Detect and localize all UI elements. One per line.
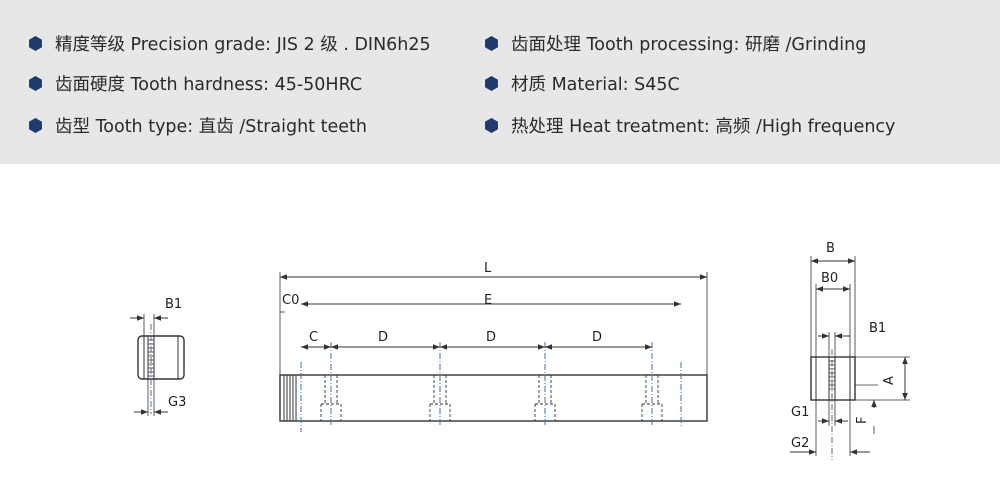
front-view	[279, 272, 708, 432]
spec-hardness-text: 齿面硬度 Tooth hardness: 45-50HRC	[55, 75, 363, 95]
mounting-hole	[429, 375, 451, 421]
spec-hardness: 齿面硬度 Tooth hardness: 45-50HRC	[28, 71, 362, 96]
rack-teeth-end	[283, 375, 297, 421]
mounting-hole	[320, 375, 342, 421]
dim-label-b1: B1	[165, 297, 182, 312]
spec-precision: 精度等级 Precision grade: JIS 2 级 . DIN6h25	[28, 31, 431, 56]
dim-label-d: D	[486, 330, 496, 345]
dim-label-b0: B0	[821, 271, 838, 286]
dim-label-g2: G2	[791, 436, 809, 451]
dim-label-l: L	[484, 261, 492, 276]
dim-label-f: F	[855, 417, 870, 424]
hexagon-bullet-icon	[485, 76, 498, 91]
dim-label-e: E	[484, 293, 492, 308]
spec-processing: 齿面处理 Tooth processing: 研磨 /Grinding	[484, 31, 866, 56]
side-view-outline	[810, 356, 856, 401]
hexagon-bullet-icon	[29, 76, 42, 91]
spec-tooth-type-text: 齿型 Tooth type: 直齿 /Straight teeth	[55, 117, 367, 137]
spec-processing-text: 齿面处理 Tooth processing: 研磨 /Grinding	[511, 35, 867, 55]
technical-drawing: B1 G3	[130, 241, 910, 460]
left-end-view	[130, 314, 185, 416]
hexagon-bullet-icon	[485, 36, 498, 51]
spec-heat-text: 热处理 Heat treatment: 高频 /High frequency	[511, 117, 896, 137]
spec-material: 材质 Material: S45C	[484, 71, 680, 96]
mounting-hole	[534, 375, 556, 421]
dim-label-g1: G1	[791, 405, 809, 420]
hexagon-bullet-icon	[485, 118, 498, 133]
dim-label-c0: C0	[282, 293, 299, 308]
rack-body	[279, 374, 708, 422]
hexagon-bullet-icon	[29, 118, 42, 133]
hexagon-bullet-icon	[29, 36, 42, 51]
dim-label-d: D	[592, 330, 602, 345]
spec-tooth-type: 齿型 Tooth type: 直齿 /Straight teeth	[28, 113, 367, 138]
dim-label-b1-side: B1	[869, 321, 886, 336]
spec-heat: 热处理 Heat treatment: 高频 /High frequency	[484, 113, 895, 138]
dim-label-c: C	[309, 330, 318, 345]
dim-label-b: B	[826, 241, 835, 256]
spec-panel: 精度等级 Precision grade: JIS 2 级 . DIN6h25 …	[0, 0, 1000, 164]
dim-label-d: D	[378, 330, 388, 345]
dim-label-g3: G3	[168, 395, 186, 410]
dim-label-a: A	[882, 376, 897, 385]
left-view-outline	[137, 335, 185, 380]
spec-material-text: 材质 Material: S45C	[511, 75, 680, 95]
right-side-view	[790, 256, 910, 460]
mounting-hole	[641, 375, 663, 421]
spec-precision-text: 精度等级 Precision grade: JIS 2 级 . DIN6h25	[55, 35, 431, 55]
